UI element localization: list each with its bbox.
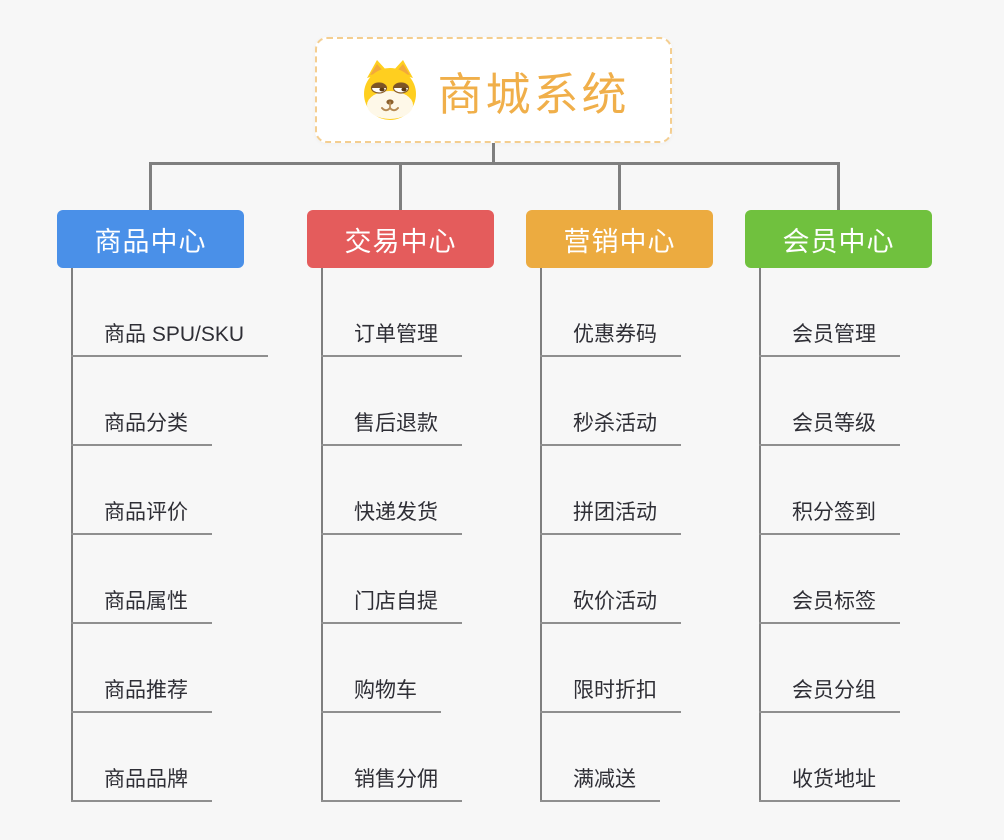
child-topic[interactable]: 会员等级 bbox=[759, 410, 900, 446]
child-topic[interactable]: 销售分佣 bbox=[321, 766, 462, 802]
connector-drop-marketing bbox=[618, 162, 621, 210]
root-topic[interactable]: 商城系统 bbox=[315, 37, 672, 143]
child-topic[interactable]: 砍价活动 bbox=[540, 588, 681, 624]
child-topic[interactable]: 商品分类 bbox=[71, 410, 212, 446]
connector-root-stem bbox=[492, 143, 495, 164]
child-topic[interactable]: 购物车 bbox=[321, 677, 441, 713]
child-topic[interactable]: 快递发货 bbox=[321, 499, 462, 535]
child-topic[interactable]: 满减送 bbox=[540, 766, 660, 802]
child-topic[interactable]: 会员分组 bbox=[759, 677, 900, 713]
child-topic[interactable]: 会员标签 bbox=[759, 588, 900, 624]
child-topic[interactable]: 商品推荐 bbox=[71, 677, 212, 713]
child-topic[interactable]: 限时折扣 bbox=[540, 677, 681, 713]
connector-cross-bar bbox=[149, 162, 840, 165]
child-topic[interactable]: 拼团活动 bbox=[540, 499, 681, 535]
child-topic[interactable]: 积分签到 bbox=[759, 499, 900, 535]
child-topic[interactable]: 秒杀活动 bbox=[540, 410, 681, 446]
connector-drop-product bbox=[149, 162, 152, 210]
child-topic[interactable]: 售后退款 bbox=[321, 410, 462, 446]
child-topic[interactable]: 订单管理 bbox=[321, 321, 462, 357]
child-topic[interactable]: 优惠券码 bbox=[540, 321, 681, 357]
child-topic[interactable]: 会员管理 bbox=[759, 321, 900, 357]
shiba-dog-icon bbox=[364, 60, 417, 120]
connector-drop-member bbox=[837, 162, 840, 210]
root-title: 商城系统 bbox=[437, 68, 630, 120]
child-topic[interactable]: 收货地址 bbox=[759, 766, 900, 802]
branch-product-center[interactable]: 商品中心 bbox=[57, 210, 244, 268]
branch-trade-center[interactable]: 交易中心 bbox=[307, 210, 494, 268]
child-topic[interactable]: 商品品牌 bbox=[71, 766, 212, 802]
branch-member-center[interactable]: 会员中心 bbox=[745, 210, 932, 268]
branch-marketing-center[interactable]: 营销中心 bbox=[526, 210, 713, 268]
child-topic[interactable]: 门店自提 bbox=[321, 588, 462, 624]
child-topic[interactable]: 商品 SPU/SKU bbox=[71, 321, 269, 357]
connector-drop-trade bbox=[399, 162, 402, 210]
child-topic[interactable]: 商品属性 bbox=[71, 588, 212, 624]
child-topic[interactable]: 商品评价 bbox=[71, 499, 212, 535]
